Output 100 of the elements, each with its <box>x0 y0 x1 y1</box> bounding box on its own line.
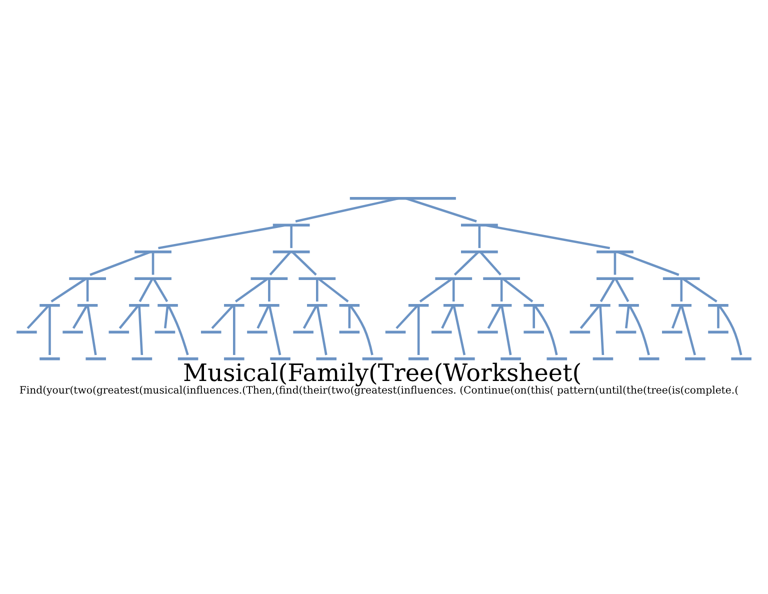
connector <box>152 278 168 302</box>
connector <box>452 304 466 355</box>
connector <box>717 304 720 328</box>
connector <box>86 305 97 355</box>
connector <box>233 305 236 354</box>
node-bar <box>77 303 98 306</box>
node-bar <box>293 330 314 333</box>
node-bar <box>671 303 692 306</box>
connector <box>302 304 318 328</box>
connector <box>316 304 328 355</box>
node-bar <box>662 276 700 280</box>
connector <box>268 278 270 302</box>
connector <box>452 278 455 302</box>
node-bar <box>362 356 383 360</box>
node-bar <box>685 356 706 360</box>
connector <box>164 304 169 328</box>
connector <box>484 224 610 249</box>
connector <box>580 304 600 328</box>
connector <box>614 278 630 302</box>
connector <box>269 250 292 276</box>
node-bar <box>638 356 660 360</box>
node-bar <box>524 330 544 333</box>
connector <box>158 224 286 249</box>
node-bar <box>62 330 83 333</box>
node-bar <box>339 330 360 333</box>
connector <box>396 304 418 329</box>
node-bar <box>408 303 429 306</box>
node-bar <box>443 303 464 306</box>
node-bar <box>524 303 544 306</box>
connector <box>316 278 318 302</box>
connector <box>532 304 535 328</box>
node-bar <box>272 250 310 253</box>
connector <box>268 304 282 355</box>
node-bar <box>69 276 106 280</box>
connector <box>138 305 144 355</box>
connector <box>625 304 630 328</box>
node-bar <box>154 330 176 333</box>
node-bar <box>108 330 130 333</box>
node-bar <box>339 303 360 306</box>
connector <box>290 224 292 248</box>
connector <box>487 304 502 328</box>
node-bar <box>272 223 310 226</box>
node-bar <box>247 330 268 333</box>
node-bar <box>259 303 280 306</box>
connector <box>682 277 718 302</box>
node-bar <box>40 356 60 360</box>
connector <box>680 304 696 355</box>
connector <box>405 196 477 222</box>
connector <box>502 277 534 302</box>
connector <box>441 304 454 328</box>
connector <box>480 250 502 276</box>
node-bar <box>250 276 288 280</box>
node-bar <box>596 276 634 280</box>
connector <box>349 304 374 355</box>
node-bar <box>616 330 636 333</box>
node-bar <box>454 356 475 360</box>
connector <box>614 252 616 274</box>
connector <box>318 277 349 302</box>
node-bar <box>590 303 610 306</box>
node-bar <box>570 330 590 333</box>
node-bar <box>461 223 498 226</box>
node-bar <box>408 356 429 360</box>
node-bar <box>435 276 472 280</box>
connector <box>118 304 140 328</box>
node-bar <box>40 303 60 306</box>
connector <box>671 304 682 328</box>
node-bar <box>662 330 682 333</box>
connector <box>617 250 680 276</box>
node-bar <box>491 303 512 306</box>
connector <box>50 277 87 302</box>
connector <box>419 277 453 302</box>
connector <box>167 304 189 355</box>
connector <box>295 196 399 222</box>
node-bar <box>178 356 198 360</box>
node-bar <box>16 330 37 333</box>
node-bar <box>461 250 498 253</box>
node-bar <box>86 356 106 360</box>
node-bar <box>224 356 244 360</box>
connector <box>718 304 742 355</box>
node-bar <box>200 330 222 333</box>
node-bar <box>129 303 150 306</box>
node-bar <box>316 356 337 360</box>
node-bar <box>478 330 498 333</box>
connector <box>48 305 51 354</box>
node-bar <box>158 303 178 306</box>
node-bar <box>350 196 456 200</box>
connector <box>500 278 503 302</box>
connector <box>234 277 268 302</box>
connector <box>138 278 154 302</box>
node-bar <box>134 276 172 280</box>
node-bar <box>385 330 406 333</box>
node-bar <box>546 356 568 360</box>
connector <box>72 304 88 328</box>
node-bar <box>708 303 728 306</box>
connector <box>26 304 50 329</box>
connector <box>628 304 650 355</box>
node-bar <box>618 303 639 306</box>
connector <box>600 278 616 302</box>
node-bar <box>708 330 728 333</box>
node-bar <box>270 356 290 360</box>
